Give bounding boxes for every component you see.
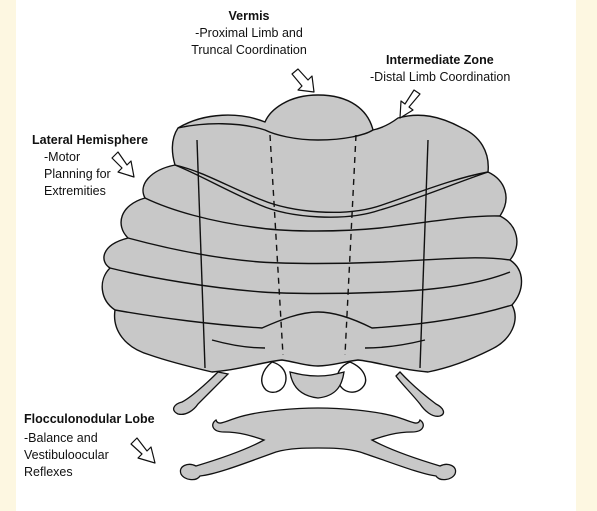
flocculonodular-lobe-description-line-3: Reflexes (24, 464, 155, 481)
notch-left (262, 362, 286, 392)
flocculonodular-lobe-description-line-2: Vestibuloocular (24, 447, 155, 464)
lateral-hemisphere-description-line-2: Planning for (44, 166, 148, 183)
flocculonodular-lobe-shape (180, 408, 455, 480)
intermediate-zone-title: Intermediate Zone (386, 52, 510, 69)
vermis-arrow-icon (292, 69, 314, 92)
intermediate-zone-arrow-icon (400, 90, 420, 118)
intermediate-zone-label: Intermediate Zone -Distal Limb Coordinat… (370, 52, 510, 86)
lateral-hemisphere-description-line-1: -Motor (44, 149, 148, 166)
flocculus-left (174, 372, 228, 414)
vermis-description-line-1: -Proximal Limb and (180, 25, 318, 42)
vermis-title: Vermis (180, 8, 318, 25)
flocculus-right (396, 372, 443, 416)
flocculonodular-lobe-description-line-1: -Balance and (24, 430, 155, 447)
flocculonodular-lobe-label: Flocculonodular Lobe -Balance and Vestib… (24, 411, 155, 481)
cerebellum-body (102, 95, 521, 372)
flocculonodular-lobe-title: Flocculonodular Lobe (24, 411, 155, 428)
intermediate-zone-description-line-1: -Distal Limb Coordination (370, 69, 510, 86)
lateral-hemisphere-label: Lateral Hemisphere -Motor Planning for E… (32, 132, 148, 200)
vermis-label: Vermis -Proximal Limb and Truncal Coordi… (180, 8, 318, 59)
lateral-hemisphere-description-line-3: Extremities (44, 183, 148, 200)
vermis-description-line-2: Truncal Coordination (180, 42, 318, 59)
lateral-hemisphere-title: Lateral Hemisphere (32, 132, 148, 149)
nodulus (290, 372, 344, 398)
